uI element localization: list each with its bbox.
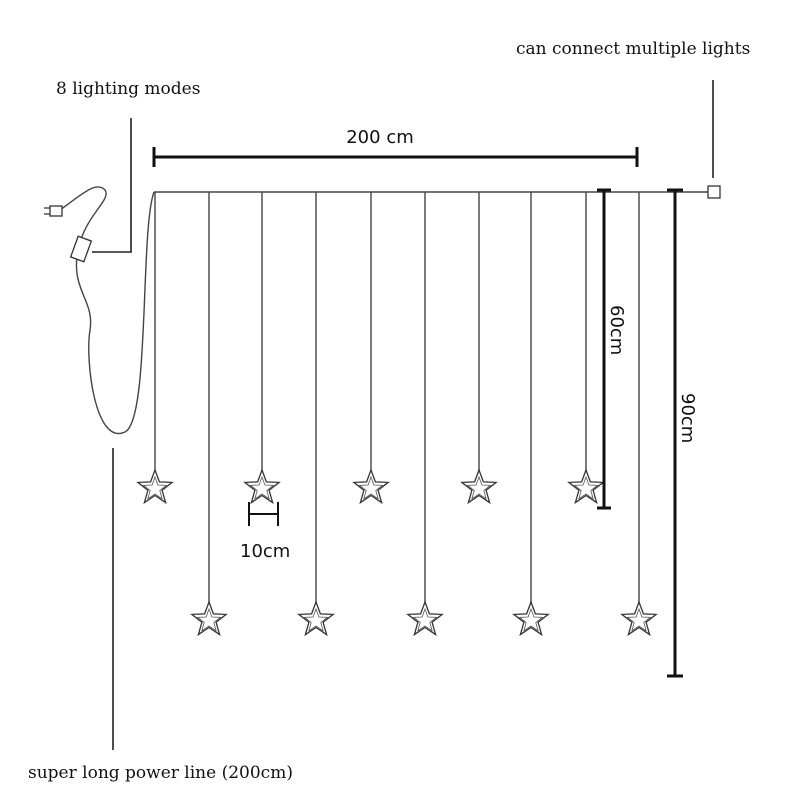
- power-line-label: super long power line (200cm): [28, 763, 293, 783]
- long-drop-label: 90cm: [677, 393, 698, 443]
- short-drop-4-star-outline: [466, 475, 492, 500]
- star-drops: [136, 192, 658, 637]
- width-label: 200 cm: [346, 127, 414, 148]
- long-drop-4-star-outline: [518, 607, 544, 632]
- short-drop-2-star-outline: [249, 475, 275, 500]
- plug-icon: [49, 205, 63, 217]
- short-drop-3-star-icon: [352, 468, 390, 505]
- short-drop-4-star-icon: [460, 468, 498, 505]
- lighting-modes-label: 8 lighting modes: [56, 79, 200, 99]
- short-drop-1-star-icon: [136, 468, 174, 505]
- width-dimension: [152, 147, 639, 167]
- short-drop-1-star-outline: [142, 475, 168, 500]
- short-drop-label: 60cm: [606, 305, 627, 355]
- long-drop-5-star-icon: [620, 600, 658, 637]
- connect-multiple-label: can connect multiple lights: [516, 39, 750, 59]
- spacing-label: 10cm: [240, 541, 290, 562]
- long-drop-1-star-icon: [190, 600, 228, 637]
- long-drop-3-star-icon: [406, 600, 444, 637]
- power-cord: [44, 186, 155, 435]
- connector-box: [707, 185, 721, 199]
- short-drop-3-star-outline: [358, 475, 384, 500]
- long-drop-2-star-outline: [303, 607, 329, 632]
- long-drop-5-star-outline: [626, 607, 652, 632]
- long-drop-2-star-icon: [297, 600, 335, 637]
- controller-box: [69, 235, 93, 263]
- long-drop-1-star-outline: [196, 607, 222, 632]
- modes-leader-line: [92, 118, 132, 253]
- short-drop-2-star-icon: [243, 468, 281, 505]
- long-drop-3-star-outline: [412, 607, 438, 632]
- spacing-dimension: [248, 502, 279, 526]
- long-drop-4-star-icon: [512, 600, 550, 637]
- short-drop-5-star-icon: [567, 468, 605, 505]
- short-drop-dimension: [597, 188, 611, 510]
- long-drop-dimension: [667, 188, 683, 678]
- short-drop-5-star-outline: [573, 475, 599, 500]
